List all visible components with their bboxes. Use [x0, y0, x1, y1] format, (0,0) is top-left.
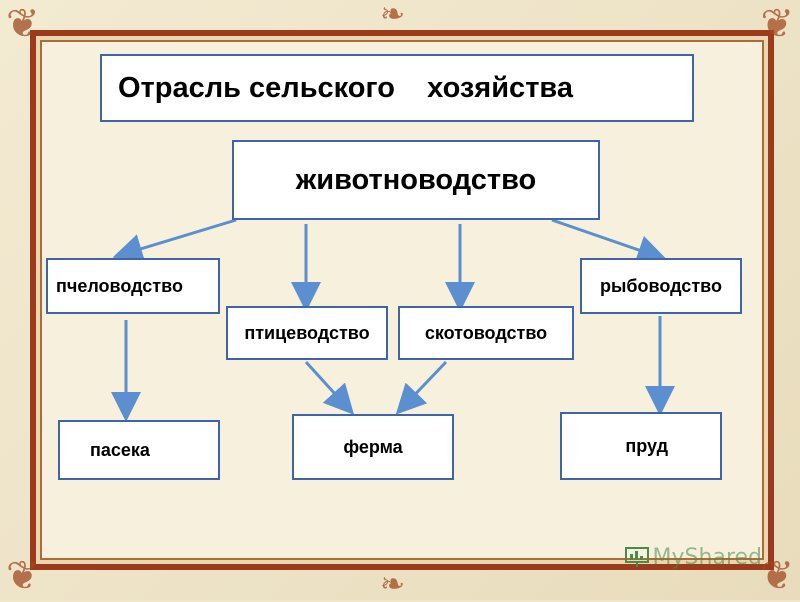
- node-apiary: пасека: [58, 420, 220, 480]
- corner-ornament-icon: ❦: [6, 553, 40, 599]
- corner-ornament-icon: ❦: [760, 553, 794, 599]
- node-cattle-breeding: скотоводство: [398, 306, 574, 360]
- corner-ornament-icon: ❦: [760, 1, 794, 47]
- watermark-text: MyShared: [652, 545, 762, 570]
- node-label: птицеводство: [244, 322, 370, 343]
- node-label: пруд: [625, 435, 668, 456]
- node-fish-farming: рыбоводство: [580, 258, 742, 314]
- top-ornament-icon: ❧: [380, 0, 406, 32]
- node-label: животноводство: [295, 163, 537, 196]
- node-label: пчеловодство: [56, 275, 183, 296]
- node-pond: пруд: [560, 412, 722, 480]
- diagram-title: Отрасль сельского хозяйства: [100, 54, 694, 122]
- node-label: скотоводство: [424, 322, 548, 343]
- node-farm: ферма: [292, 414, 454, 480]
- presentation-icon: [625, 547, 649, 567]
- node-label: пасека: [90, 439, 150, 460]
- node-label: ферма: [343, 436, 403, 457]
- bottom-ornament-icon: ❧: [380, 567, 406, 602]
- title-text: Отрасль сельского хозяйства: [118, 71, 573, 104]
- node-label: рыбоводство: [600, 275, 722, 296]
- node-poultry: птицеводство: [226, 306, 388, 360]
- corner-ornament-icon: ❦: [6, 1, 40, 47]
- node-beekeeping: пчеловодство: [46, 258, 220, 314]
- node-animal-husbandry: животноводство: [232, 140, 600, 220]
